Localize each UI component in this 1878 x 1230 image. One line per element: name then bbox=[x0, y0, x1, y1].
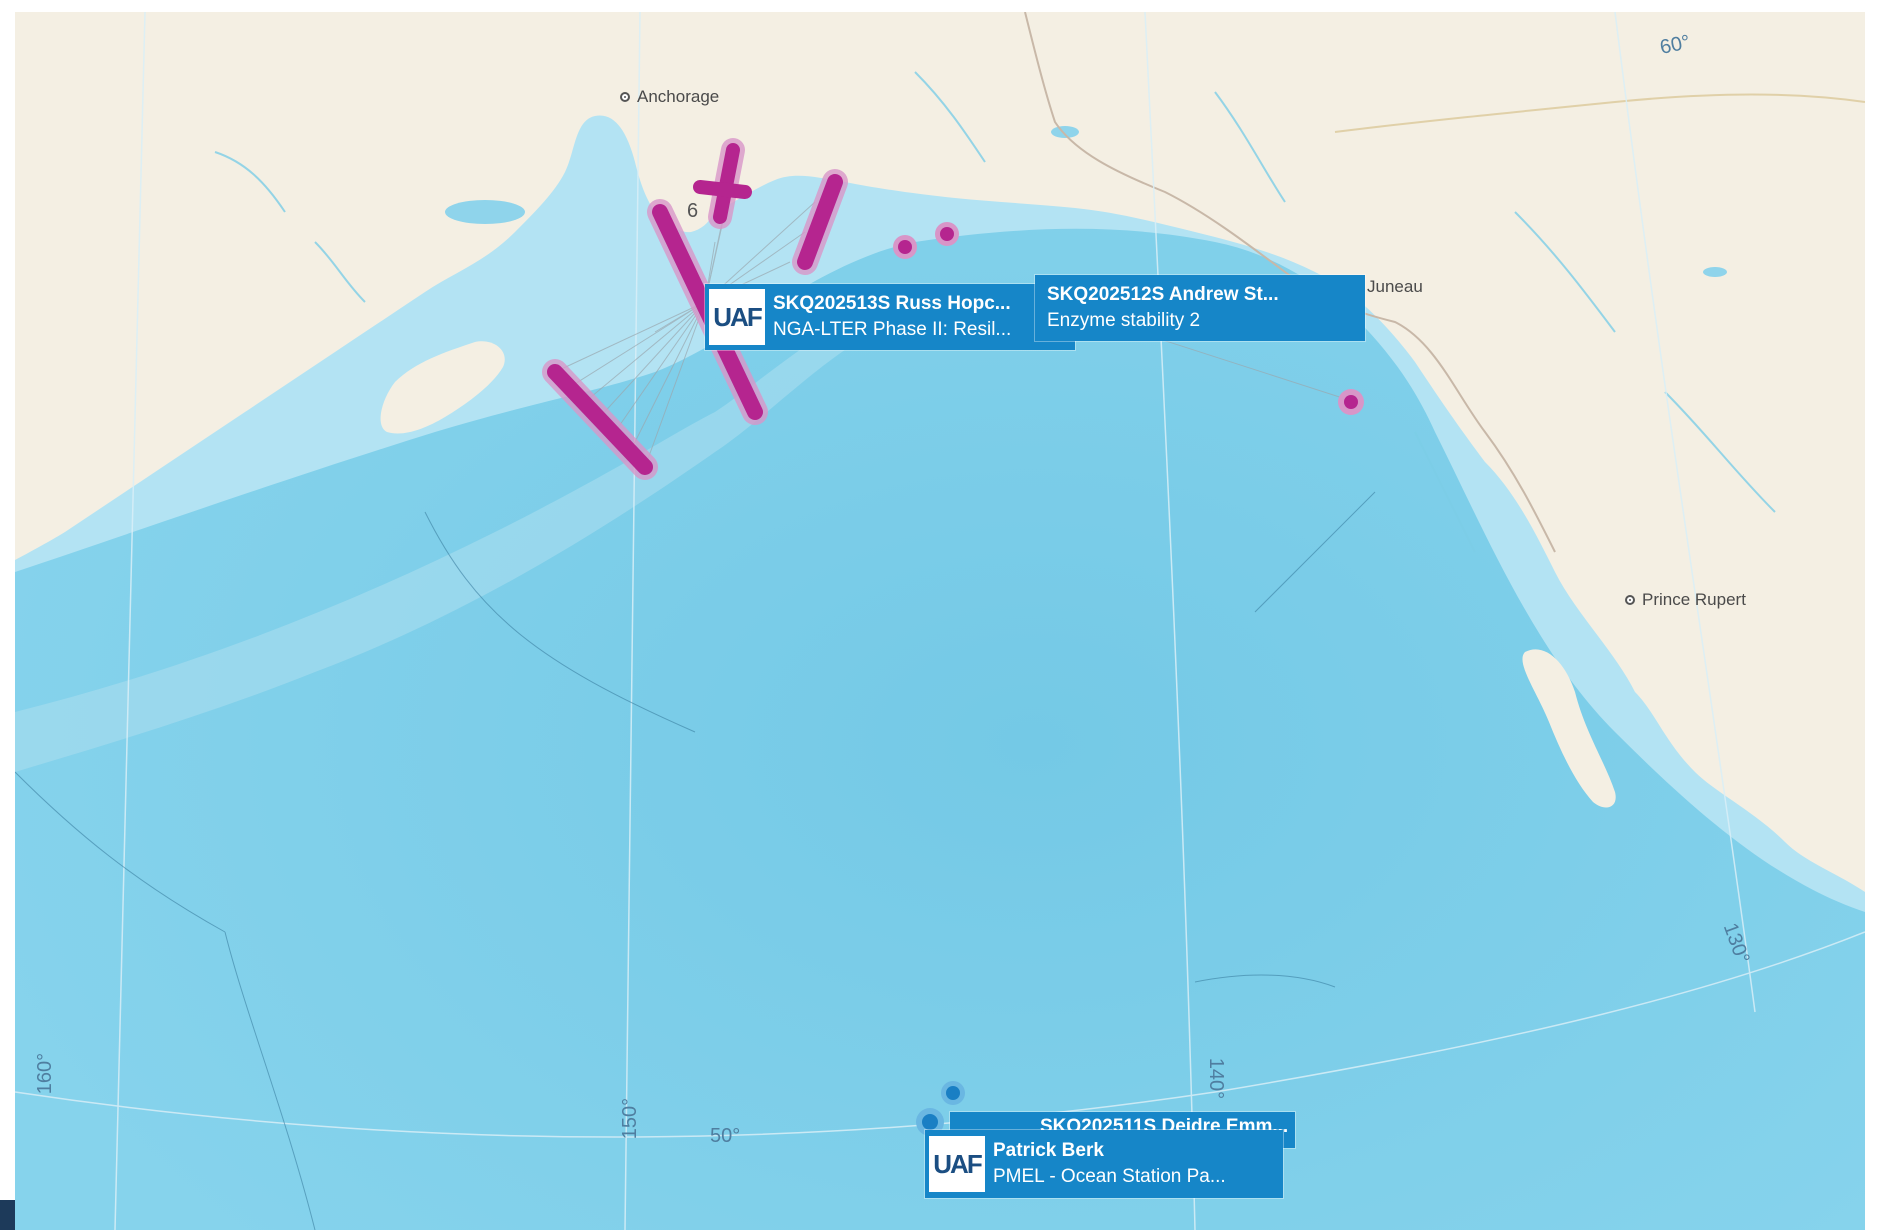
cruise-stations bbox=[893, 222, 1364, 415]
station-dot bbox=[922, 1114, 938, 1130]
latitude-label: 50° bbox=[710, 1125, 741, 1147]
track-segment bbox=[797, 174, 843, 270]
cruise-callout-skq202512s[interactable]: SKQ202512S Andrew St... Enzyme stability… bbox=[1035, 275, 1365, 341]
city-marker-icon bbox=[620, 92, 630, 102]
inland-water bbox=[214, 71, 1776, 553]
latitude-label: 6 bbox=[687, 200, 699, 222]
uaf-logo-icon: UAF bbox=[709, 289, 765, 345]
callout-title: SKQ202513S Russ Hopc... bbox=[773, 293, 1011, 314]
province-border bbox=[1334, 93, 1865, 133]
callout-title: Patrick Berk bbox=[993, 1140, 1104, 1161]
station-papa-markers bbox=[916, 1081, 965, 1136]
land-haida-gwaii bbox=[1522, 649, 1616, 808]
boundary-lines bbox=[15, 491, 1376, 1230]
longitude-label: 140° bbox=[1205, 1057, 1228, 1100]
graticule bbox=[15, 12, 1865, 1230]
land-kodiak bbox=[380, 341, 505, 434]
shelf-edge bbox=[15, 292, 915, 772]
sidebar-toggle-tab[interactable] bbox=[0, 1200, 15, 1230]
cruise-callout-patrick-berk[interactable]: UAF Patrick Berk PMEL - Ocean Station Pa… bbox=[925, 1130, 1283, 1198]
place-label: Anchorage bbox=[637, 87, 720, 106]
place-anchorage: Anchorage bbox=[620, 87, 719, 107]
track-segment bbox=[693, 180, 752, 199]
longitude-label: 160° bbox=[34, 1052, 57, 1095]
place-prince-rupert: Prince Rupert bbox=[1625, 590, 1746, 610]
cruise-callout-skq202513s[interactable]: UAF SKQ202513S Russ Hopc... NGA-LTER Pha… bbox=[705, 284, 1075, 350]
uaf-logo-icon: UAF bbox=[929, 1136, 985, 1192]
callout-subtitle: PMEL - Ocean Station Pa... bbox=[993, 1166, 1226, 1187]
place-label: Prince Rupert bbox=[1642, 590, 1746, 609]
place-label: Juneau bbox=[1367, 277, 1423, 296]
longitude-label: 150° bbox=[619, 1097, 642, 1140]
land-mainland bbox=[15, 12, 1865, 892]
map-canvas[interactable]: Anchorage Juneau Prince Rupert 60° 6 50°… bbox=[15, 12, 1865, 1230]
inland-lakes bbox=[445, 126, 1727, 277]
station-dot bbox=[946, 1086, 960, 1100]
map-basemap bbox=[15, 12, 1865, 1230]
city-marker-icon bbox=[1625, 595, 1635, 605]
station-dot bbox=[940, 227, 954, 241]
station-dot bbox=[898, 240, 912, 254]
track-segment bbox=[547, 364, 653, 475]
us-canada-border bbox=[1024, 12, 1556, 553]
callout-title: SKQ202512S Andrew St... bbox=[1047, 284, 1279, 305]
callout-subtitle: Enzyme stability 2 bbox=[1047, 310, 1201, 331]
callout-subtitle: NGA-LTER Phase II: Resil... bbox=[773, 319, 1012, 340]
station-dot bbox=[1344, 395, 1358, 409]
